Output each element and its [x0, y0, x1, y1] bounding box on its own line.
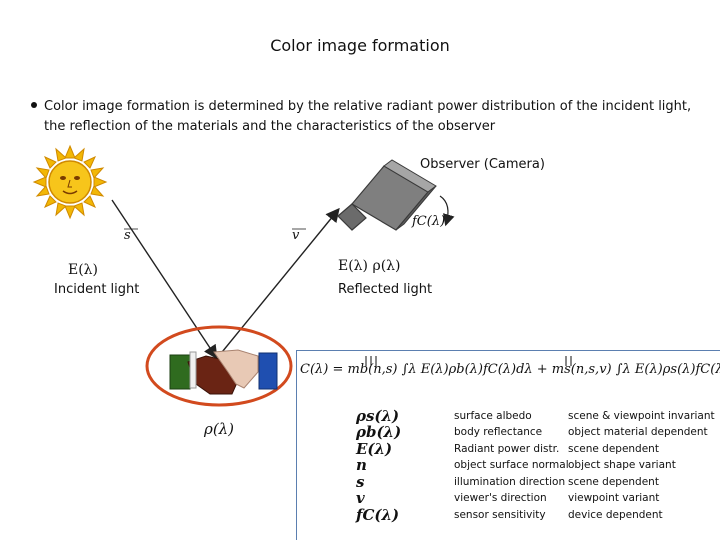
incident-light-label: Incident light	[54, 282, 140, 297]
bullet-line-2: the reflection of the materials and the …	[44, 119, 496, 134]
bullet-line-1: Color image formation is determined by t…	[44, 99, 692, 114]
camera-sensitivity-symbol: fC(λ)	[412, 214, 446, 229]
blue-block	[258, 352, 278, 390]
handshake-icon	[187, 349, 259, 395]
incident-symbol: E(λ)	[68, 262, 99, 278]
s-vector-symbol: s	[124, 228, 131, 243]
green-block	[169, 354, 191, 390]
reflectance-symbol: ρ(λ)	[204, 420, 235, 438]
reflected-ray	[217, 207, 340, 358]
material-ellipse	[145, 325, 293, 407]
camera-icon	[337, 159, 455, 231]
page-title: Color image formation	[270, 36, 450, 55]
incident-ray	[111, 199, 218, 360]
observer-label: Observer (Camera)	[420, 157, 545, 172]
reflected-light-label: Reflected light	[338, 282, 433, 297]
reflection-equation: C(λ) = mb(n,s) ∫λ E(λ)ρb(λ)fC(λ)dλ + ms(…	[300, 362, 720, 377]
sun-icon	[32, 144, 108, 220]
bullet-dot	[31, 102, 37, 108]
bullet-text: Color image formation is determined by t…	[44, 97, 714, 137]
equation-integral-marks	[365, 356, 572, 366]
reflected-symbol: E(λ) ρ(λ)	[338, 258, 401, 274]
equation-box	[296, 350, 720, 540]
v-vector-symbol: v	[292, 228, 300, 243]
